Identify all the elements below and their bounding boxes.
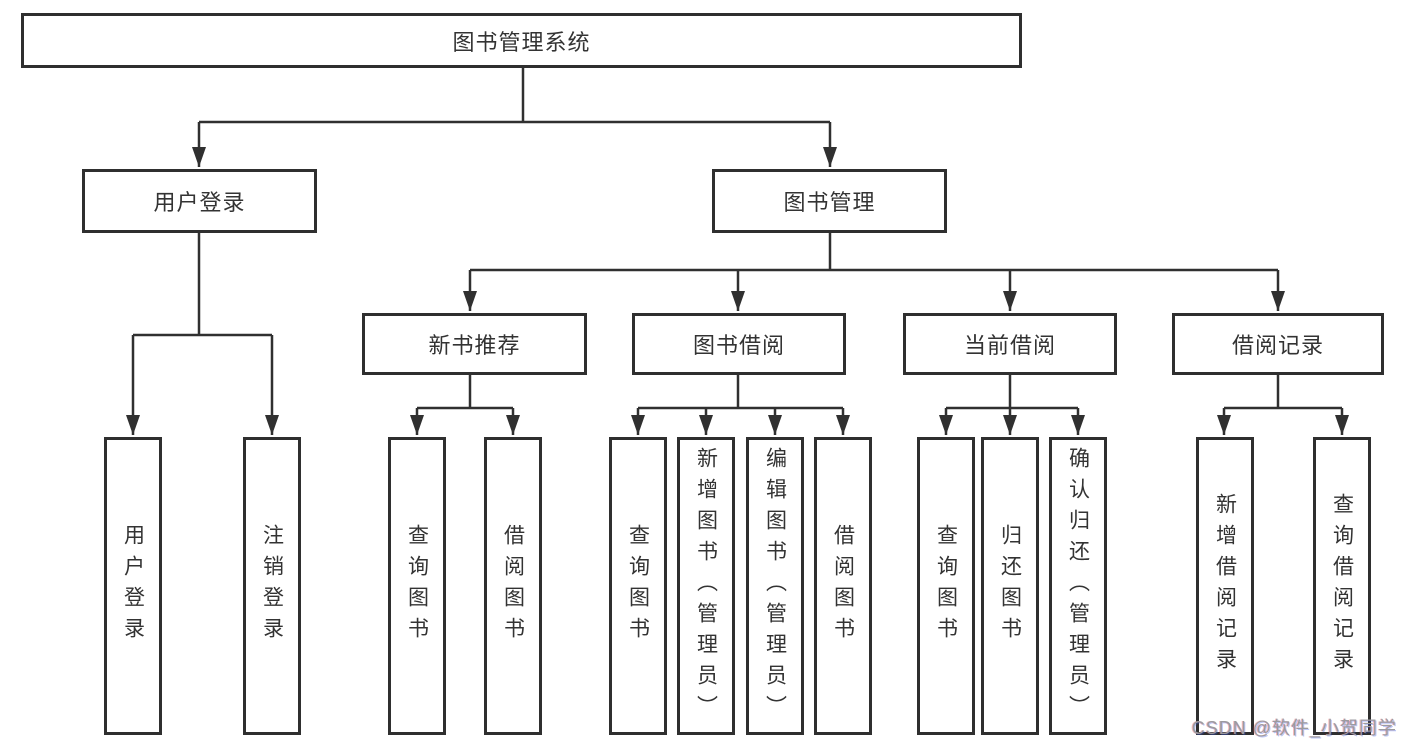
node-book-borrowing-label: 图书借阅: [692, 333, 785, 358]
node-library-management-system: 图书管理系统: [21, 13, 1022, 68]
node-book-borrowing: 图书借阅: [632, 313, 846, 375]
node-user-login-label: 用户登录: [153, 190, 246, 215]
leaf-confirm-return-admin: 确认归还（管理员）: [1049, 437, 1107, 735]
leaf-borrow-books-borrowing: 借阅图书: [814, 437, 872, 735]
node-new-book-recommendation-label: 新书推荐: [428, 333, 521, 358]
leaf-borrow-books-borrowing-label: 借阅图书: [831, 524, 855, 648]
node-book-management: 图书管理: [712, 169, 947, 233]
node-borrowing-records-label: 借阅记录: [1231, 333, 1324, 358]
leaf-edit-book-admin-label: 编辑图书（管理员）: [763, 446, 787, 726]
node-user-login: 用户登录: [82, 169, 317, 233]
leaf-user-login: 用户登录: [104, 437, 162, 735]
leaf-query-borrow-record: 查询借阅记录: [1313, 437, 1371, 735]
leaf-borrow-books-recommend-label: 借阅图书: [501, 524, 525, 648]
node-book-management-label: 图书管理: [783, 190, 876, 215]
leaf-add-book-admin-label: 新增图书（管理员）: [694, 446, 718, 726]
leaf-logout: 注销登录: [243, 437, 301, 735]
leaf-edit-book-admin: 编辑图书（管理员）: [746, 437, 804, 735]
leaf-query-books-borrowing: 查询图书: [609, 437, 667, 735]
node-borrowing-records: 借阅记录: [1172, 313, 1384, 375]
leaf-query-books-recommend-label: 查询图书: [405, 524, 429, 648]
node-library-management-system-label: 图书管理系统: [452, 29, 591, 55]
csdn-watermark: CSDN @软件_小贺同学: [1191, 718, 1397, 738]
leaf-query-books-recommend: 查询图书: [388, 437, 446, 735]
node-current-borrowing: 当前借阅: [903, 313, 1117, 375]
leaf-query-books-current: 查询图书: [917, 437, 975, 735]
leaf-return-book: 归还图书: [981, 437, 1039, 735]
node-new-book-recommendation: 新书推荐: [362, 313, 587, 375]
leaf-logout-label: 注销登录: [260, 524, 284, 648]
leaf-add-borrow-record: 新增借阅记录: [1196, 437, 1254, 735]
leaf-add-book-admin: 新增图书（管理员）: [677, 437, 735, 735]
leaf-add-borrow-record-label: 新增借阅记录: [1213, 493, 1237, 679]
leaf-confirm-return-admin-label: 确认归还（管理员）: [1066, 446, 1090, 726]
leaf-query-books-borrowing-label: 查询图书: [626, 524, 650, 648]
node-current-borrowing-label: 当前借阅: [963, 333, 1056, 358]
leaf-return-book-label: 归还图书: [998, 524, 1022, 648]
leaf-borrow-books-recommend: 借阅图书: [484, 437, 542, 735]
leaf-query-borrow-record-label: 查询借阅记录: [1330, 493, 1354, 679]
leaf-user-login-label: 用户登录: [121, 524, 145, 648]
leaf-query-books-current-label: 查询图书: [934, 524, 958, 648]
